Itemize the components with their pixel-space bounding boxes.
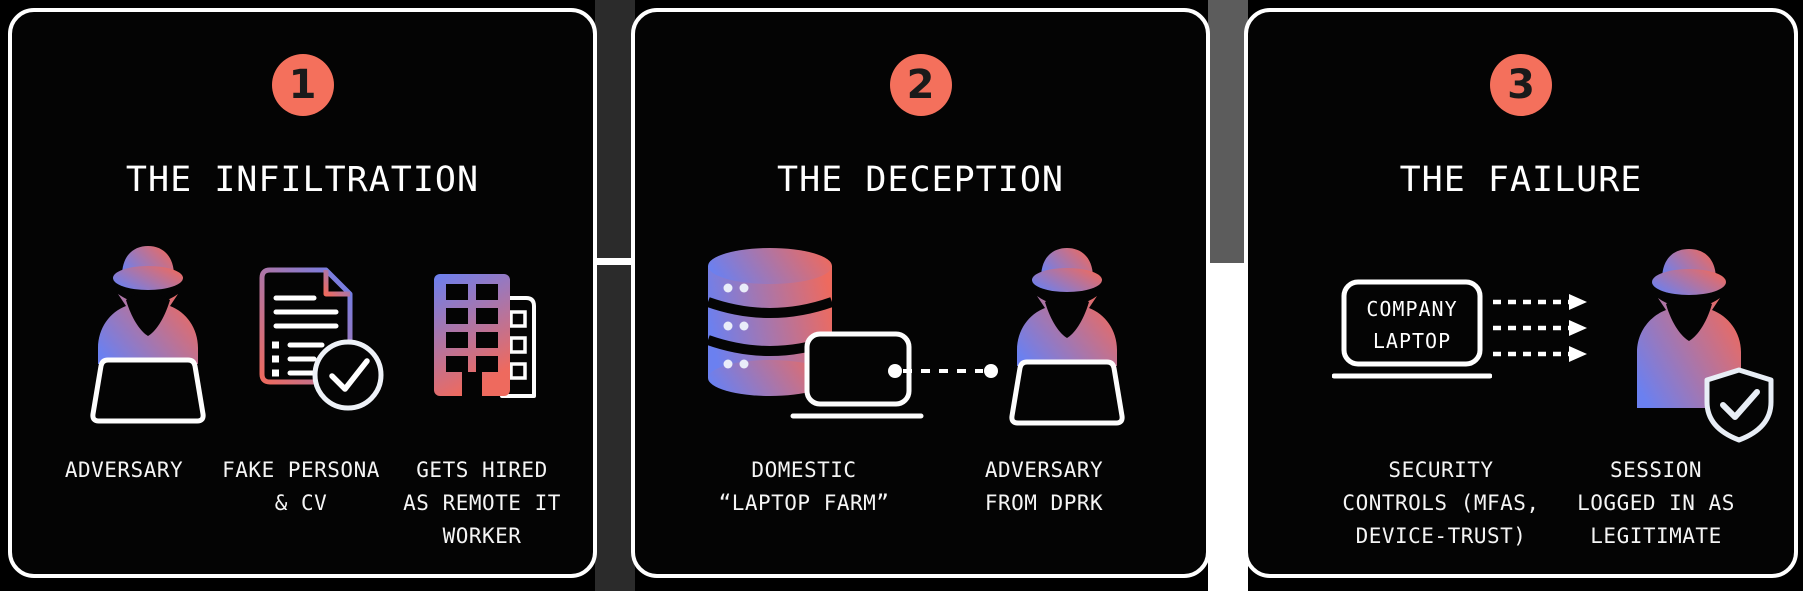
step-number-badge: 1	[271, 54, 334, 116]
step-card-deception: 2 THE DECEPTION	[631, 8, 1210, 578]
background-divider-1-line	[595, 258, 635, 265]
hacker-at-laptop-icon	[90, 246, 206, 424]
step-number: 1	[288, 62, 317, 108]
step-card-infiltration: 1 THE INFILTRATION	[8, 8, 597, 578]
background-divider-2-white	[1208, 263, 1248, 591]
icon-label: ADVERSARY FROM DPRK	[984, 458, 1104, 515]
hacker-shield-icon	[1637, 249, 1774, 443]
card-title: THE FAILURE	[1399, 160, 1643, 200]
dashed-arrows-icon	[1493, 294, 1587, 362]
icon-label: SECURITY CONTROLS (MFAS, DEVICE-TRUST)	[1342, 458, 1540, 548]
step-number: 2	[906, 62, 935, 108]
step-number-badge: 3	[1490, 54, 1552, 116]
card-title: THE DECEPTION	[777, 160, 1064, 200]
step-number-badge: 2	[889, 54, 952, 116]
company-laptop-icon	[1332, 279, 1492, 379]
company-laptop-label: COMPANY LAPTOP	[1366, 297, 1458, 353]
office-building-icon	[434, 274, 536, 398]
document-check-icon	[259, 267, 384, 411]
icon-label: DOMESTIC “LAPTOP FARM”	[718, 458, 890, 515]
step-card-failure: 3 THE FAILURE COMPANY LAPTOP	[1244, 8, 1798, 578]
database-laptop-icon	[706, 248, 924, 419]
icon-label: SESSION LOGGED IN AS LEGITIMATE	[1577, 458, 1735, 548]
background-divider-2	[1208, 0, 1248, 591]
hacker-at-laptop-icon	[1009, 248, 1125, 426]
icon-label: FAKE PERSONA & CV	[222, 458, 380, 515]
background-divider-1	[595, 0, 635, 591]
icon-label: GETS HIRED AS REMOTE IT WORKER	[403, 458, 561, 548]
dashed-link-icon	[888, 364, 998, 378]
icon-label: ADVERSARY	[64, 458, 184, 482]
step-number: 3	[1507, 62, 1535, 108]
card-title: THE INFILTRATION	[125, 160, 480, 200]
